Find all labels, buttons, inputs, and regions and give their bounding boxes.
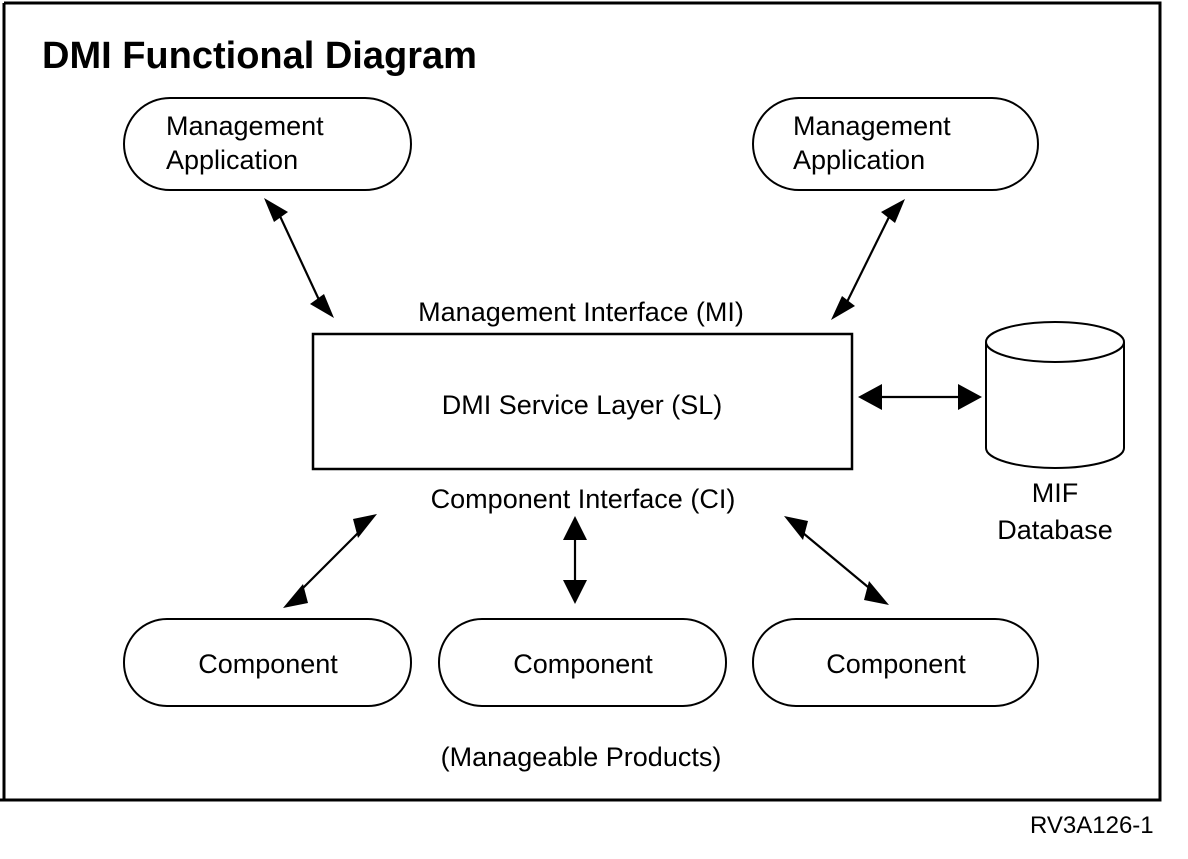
mif-database-label-line1: MIF <box>1032 478 1079 508</box>
label-manageable-products: (Manageable Products) <box>441 742 722 772</box>
component-1-shape <box>123 618 412 707</box>
arrow-head-up-right-mi <box>881 199 905 223</box>
component-3-shape <box>752 618 1039 707</box>
component-3-label: Component <box>826 649 966 679</box>
mif-database-label-line2: Database <box>997 515 1113 545</box>
arrow-ci-to-component-3 <box>784 516 889 605</box>
management-application-right-label-line2: Application <box>793 145 925 175</box>
arrow-head-down-right-ci <box>864 581 889 605</box>
node-component-2[interactable]: Component <box>438 618 727 707</box>
page-frame-border <box>0 1 1162 802</box>
management-application-left-label-line1: Management <box>166 111 324 141</box>
arrow-head-down-mid-ci <box>563 580 587 604</box>
arrow-head-up-right-ci <box>784 516 808 540</box>
arrow-ci-to-component-1 <box>283 514 377 608</box>
figure-id-label: RV3A126-1 <box>1030 812 1154 839</box>
label-management-interface: Management Interface (MI) <box>418 297 744 327</box>
mif-database-body <box>985 342 1125 469</box>
node-dmi-service-layer[interactable]: DMI Service Layer (SL) <box>311 332 854 471</box>
management-application-right-label-line1: Management <box>793 111 951 141</box>
arrow-head-up-left-ci <box>353 514 377 538</box>
component-2-label: Component <box>513 649 653 679</box>
arrow-head-up-left-mi <box>264 198 288 222</box>
node-component-3[interactable]: Component <box>752 618 1039 707</box>
management-application-right-shape <box>752 97 1039 191</box>
arrow-mgmt-app-left-to-service-layer <box>264 198 334 318</box>
arrow-ci-to-component-2 <box>563 516 587 604</box>
mif-database-top <box>985 321 1125 363</box>
management-application-left-label-line2: Application <box>166 145 298 175</box>
label-component-interface: Component Interface (CI) <box>431 484 736 514</box>
node-management-application-right[interactable]: Management Application <box>752 97 1039 191</box>
node-management-application-left[interactable]: Management Application <box>123 97 412 191</box>
arrow-head-up-mid-ci <box>563 516 587 540</box>
arrow-head-down-left-mi <box>310 294 334 318</box>
arrow-head-right-db <box>958 384 982 410</box>
dmi-service-layer-label: DMI Service Layer (SL) <box>442 390 723 420</box>
arrow-head-left-db <box>858 384 882 410</box>
arrow-head-down-left-ci <box>283 584 308 608</box>
arrow-head-down-right-mi <box>831 296 855 320</box>
management-application-left-shape <box>123 97 412 191</box>
node-component-1[interactable]: Component <box>123 618 412 707</box>
arrow-mgmt-app-right-to-service-layer <box>831 199 905 320</box>
dmi-service-layer-shape <box>311 332 854 471</box>
component-2-shape <box>438 618 727 707</box>
arrow-service-layer-to-mif-database <box>858 384 982 410</box>
node-mif-database[interactable]: MIF Database <box>985 321 1125 545</box>
component-1-label: Component <box>198 649 338 679</box>
page-title: DMI Functional Diagram <box>42 35 477 77</box>
